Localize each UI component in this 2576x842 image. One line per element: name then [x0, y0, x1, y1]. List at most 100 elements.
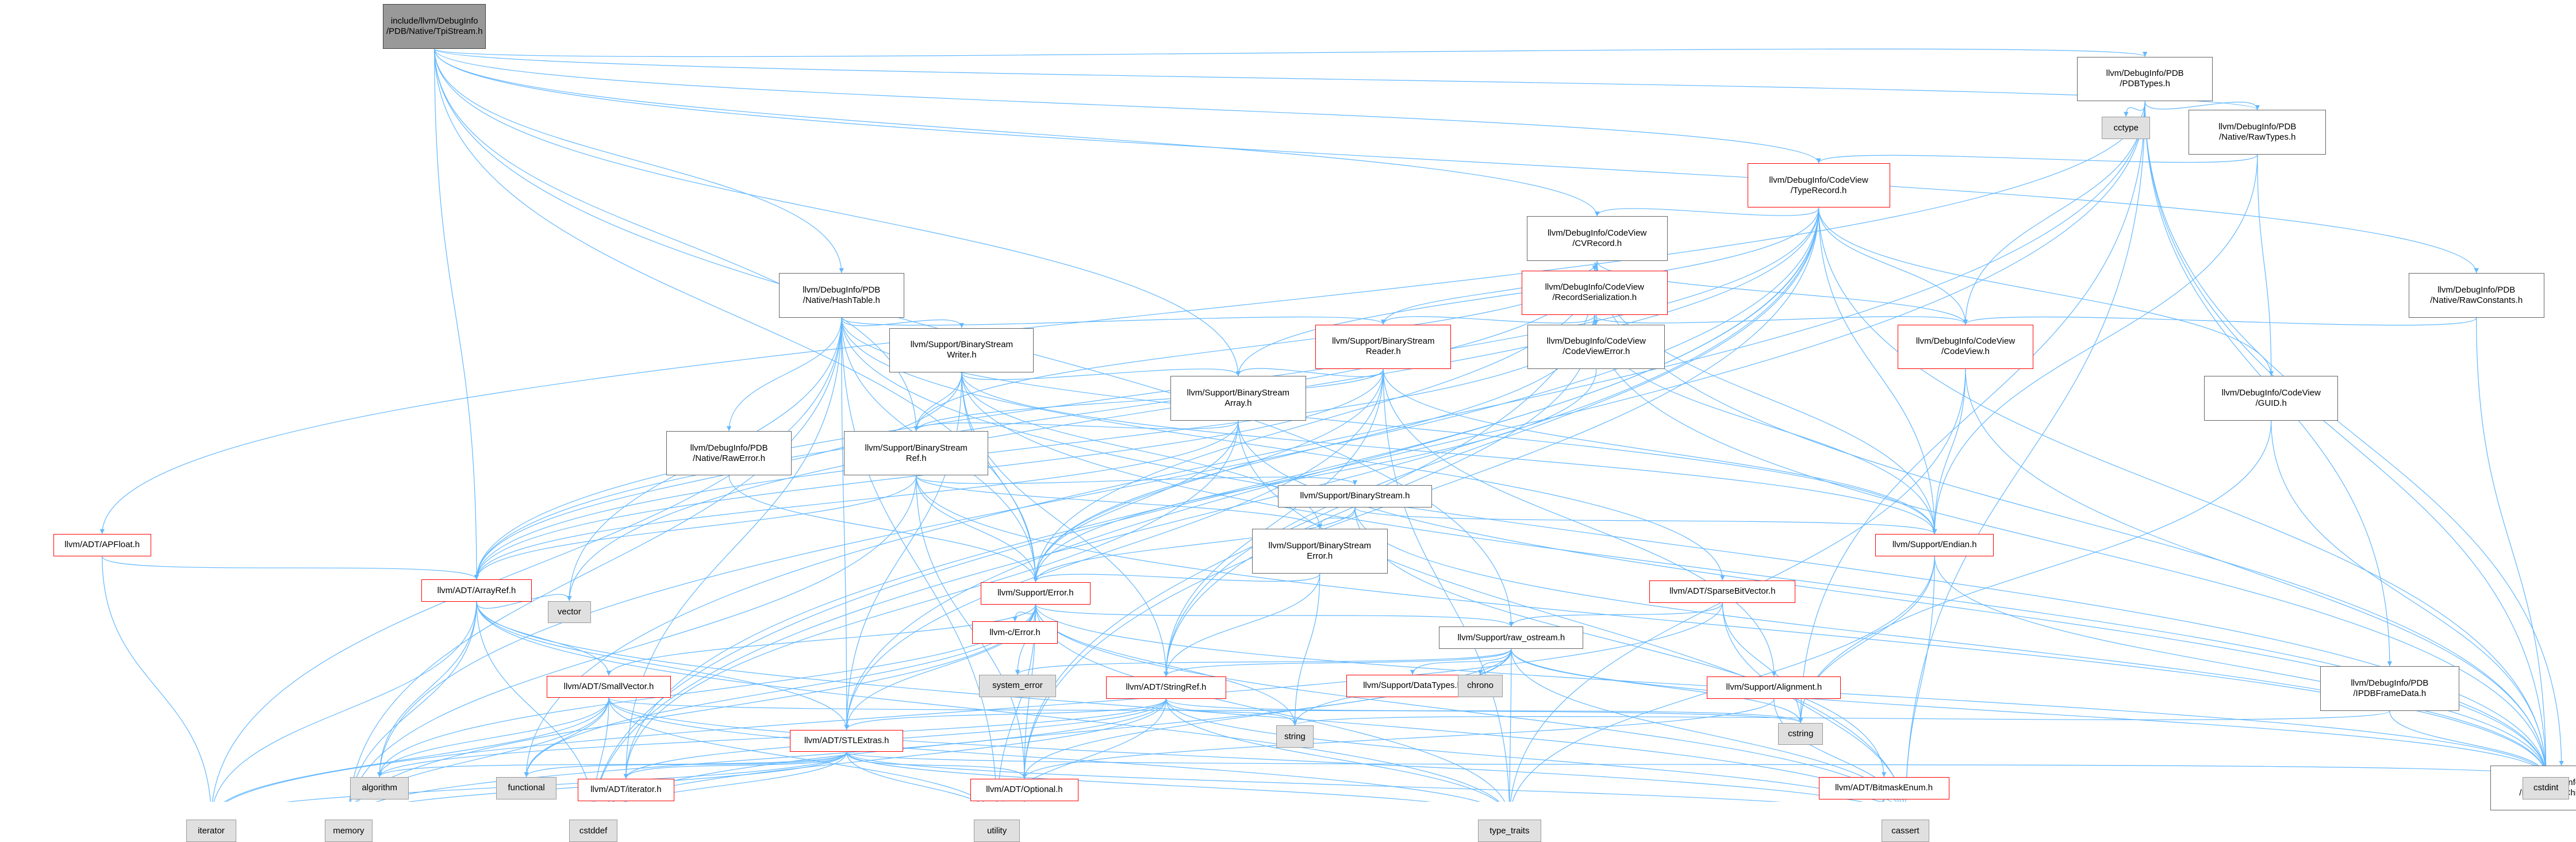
node-systemerror[interactable]: system_error [978, 675, 1057, 697]
node-cstring[interactable]: cstring [1778, 722, 1823, 745]
edge-bsreader-to-stlextras [844, 369, 1384, 730]
node-typetraits[interactable]: type_traits [1477, 820, 1542, 842]
node-string[interactable]: string [1276, 725, 1314, 748]
node-apfloat[interactable]: llvm/ADT/APFloat.h [53, 534, 151, 556]
node-bsref[interactable]: llvm/Support/BinaryStream Ref.h [844, 430, 989, 476]
edge-bsarray-to-arrayref [474, 420, 1239, 580]
node-stlextras[interactable]: llvm/ADT/STLExtras.h [790, 729, 904, 752]
edge-sparsebit-to-cstring [1722, 602, 1803, 723]
node-cstdint[interactable]: cstdint [2523, 776, 2570, 799]
node-memory[interactable]: memory [324, 820, 373, 842]
edge-typerecord-to-cstdint [1818, 207, 2548, 777]
edge-rawconstants-to-codeview [1963, 316, 2477, 326]
edge-binarystream-to-error [1033, 507, 1356, 582]
node-cverror[interactable]: llvm/DebugInfo/CodeView /CodeViewError.h [1527, 324, 1665, 370]
edge-arrayref-to-cstddef [476, 602, 593, 802]
edge-pdbtypes-to-rawtypes [2144, 101, 2260, 110]
node-cvrecord[interactable]: llvm/DebugInfo/CodeView /CVRecord.h [1526, 216, 1668, 262]
node-codeview[interactable]: llvm/DebugInfo/CodeView /CodeView.h [1898, 324, 2033, 370]
node-cctype[interactable]: cctype [2102, 117, 2151, 139]
edge-hashtable-to-bsreader [841, 316, 1386, 326]
node-arrayref[interactable]: llvm/ADT/ArrayRef.h [421, 579, 532, 602]
node-pdbtypes[interactable]: llvm/DebugInfo/PDB /PDBTypes.h [2077, 56, 2213, 102]
edge-bsreader-to-endian [1383, 369, 1937, 535]
node-bsarray[interactable]: llvm/Support/BinaryStream Array.h [1170, 376, 1306, 421]
edge-stringref-to-stlextras [844, 698, 1166, 730]
edge-stlextras-to-typetraits [846, 752, 1432, 802]
node-bserror[interactable]: llvm/Support/BinaryStream Error.h [1251, 529, 1388, 574]
edge-error-to-rawostream [1035, 604, 1514, 627]
node-rawostream[interactable]: llvm/Support/raw_ostream.h [1439, 626, 1584, 649]
edge-stlextras-to-cassert [846, 752, 1782, 802]
node-utility[interactable]: utility [973, 820, 1020, 842]
edge-stlextras-to-cstddef [623, 752, 847, 802]
edge-typerecord-to-guid [1818, 207, 2274, 376]
edge-bsref-to-error [916, 475, 1038, 582]
edge-apfloat-to-arrayref [102, 556, 479, 580]
node-algorithm[interactable]: algorithm [350, 776, 409, 799]
edge-recordser-to-arrayref [474, 315, 1595, 580]
edge-bswriter-to-stringref [961, 372, 1169, 677]
node-cassert[interactable]: cassert [1881, 820, 1930, 842]
edge-bserror-to-string [1292, 573, 1320, 726]
node-error[interactable]: llvm/Support/Error.h [980, 582, 1091, 605]
node-sparsebit[interactable]: llvm/ADT/SparseBitVector.h [1649, 580, 1796, 603]
edge-rawostream-to-cstdint [1511, 649, 2548, 777]
node-bsreader[interactable]: llvm/Support/BinaryStream Reader.h [1315, 324, 1452, 370]
node-root: include/llvm/DebugInfo /PDB/Native/TpiSt… [383, 4, 486, 49]
edge-stringref-to-cstring [1165, 698, 1803, 724]
edge-bserror-to-error [1033, 573, 1320, 582]
node-bitmaskenum[interactable]: llvm/ADT/BitmaskEnum.h [1818, 776, 1949, 799]
node-binarystream[interactable]: llvm/Support/BinaryStream.h [1277, 485, 1433, 507]
edge-bsreader-to-typetraits [1383, 369, 1510, 802]
node-chrono[interactable]: chrono [1458, 675, 1503, 697]
node-rawtypes[interactable]: llvm/DebugInfo/PDB /Native/RawTypes.h [2189, 110, 2327, 155]
edge-root-to-cvrecord [434, 49, 1600, 217]
edge-typerecord-to-algorithm [377, 207, 1819, 777]
edge-rawostream-to-systemerror [1015, 648, 1512, 675]
node-vector[interactable]: vector [547, 601, 591, 624]
edge-hashtable-to-iterator [212, 317, 842, 802]
edge-bsarray-to-error [1033, 420, 1239, 582]
node-alignment[interactable]: llvm/Support/Alignment.h [1707, 676, 1841, 699]
edge-arrayref-to-algorithm [377, 602, 477, 777]
node-recordser[interactable]: llvm/DebugInfo/CodeView /RecordSerializa… [1521, 270, 1668, 316]
node-hashtable[interactable]: llvm/DebugInfo/PDB /Native/HashTable.h [778, 272, 904, 318]
edge-bsarray-to-iteratorh [623, 420, 1239, 779]
edge-rawtypes-to-typerecord [1816, 154, 2258, 164]
edge-error-to-smallvector [606, 604, 1036, 676]
node-endian[interactable]: llvm/Support/Endian.h [1875, 534, 1994, 556]
node-smallvector[interactable]: llvm/ADT/SmallVector.h [547, 675, 671, 698]
edge-apfloat-to-iterator [102, 556, 211, 802]
edge-rawostream-to-typetraits [1509, 649, 1512, 802]
node-cstddef[interactable]: cstddef [569, 820, 617, 842]
node-framedata[interactable]: llvm/DebugInfo/PDB /IPDBFrameData.h [2320, 666, 2459, 711]
node-rawconstants[interactable]: llvm/DebugInfo/PDB /Native/RawConstants.… [2408, 272, 2544, 318]
edge-bsreader-to-bsref [913, 369, 1384, 431]
node-stringref[interactable]: llvm/ADT/StringRef.h [1105, 676, 1226, 699]
edge-rawtypes-to-endian [1932, 154, 2258, 535]
edge-typerecord-to-iteratorh [623, 207, 1819, 779]
node-functional[interactable]: functional [496, 776, 556, 799]
node-guid[interactable]: llvm/DebugInfo/CodeView /GUID.h [2204, 376, 2339, 421]
node-cerror[interactable]: llvm-c/Error.h [972, 621, 1058, 644]
node-iteratorh[interactable]: llvm/ADT/iterator.h [578, 778, 674, 801]
edge-stlextras-to-functional [524, 752, 847, 777]
edge-error-to-cerror [1012, 604, 1036, 622]
node-bswriter[interactable]: llvm/Support/BinaryStream Writer.h [889, 328, 1034, 373]
edge-typerecord-to-cstddef [594, 207, 1819, 802]
edge-guid-to-cstring [1798, 420, 2272, 723]
node-iterator[interactable]: iterator [186, 820, 236, 842]
edge-bserror-to-stringref [1164, 573, 1320, 677]
edge-stlextras-to-utility [846, 752, 980, 802]
node-rawerror[interactable]: llvm/DebugInfo/PDB /Native/RawError.h [666, 430, 792, 476]
edge-arrayref-to-typetraits [476, 602, 1500, 802]
node-optional[interactable]: llvm/ADT/Optional.h [970, 778, 1079, 801]
edge-stringref-to-typetraits [1165, 698, 1499, 802]
dependency-graph: include/llvm/DebugInfo /PDB/Native/TpiSt… [53, 4, 2576, 842]
node-datatypes[interactable]: llvm/Support/DataTypes.h [1346, 675, 1479, 697]
edge-pdbtypes-to-apfloat [99, 101, 2145, 535]
node-typerecord[interactable]: llvm/DebugInfo/CodeView /TypeRecord.h [1747, 163, 1890, 208]
edge-cvrecord-to-error [1033, 261, 1598, 582]
edge-sparsebit-to-rawostream [1508, 602, 1723, 627]
